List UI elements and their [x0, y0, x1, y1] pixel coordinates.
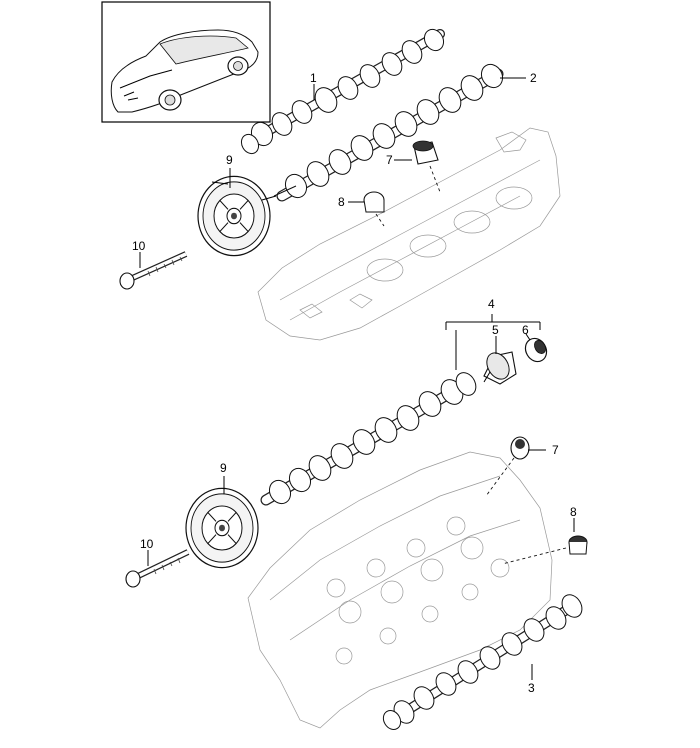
- tappet-upper-part-7: [412, 140, 441, 193]
- callout-9-upper: 9: [226, 153, 233, 167]
- bolt-lower-part-10: [125, 549, 190, 588]
- callout-5: 5: [492, 323, 499, 337]
- callout-3: 3: [528, 681, 535, 695]
- callout-7-lower: 7: [552, 443, 559, 457]
- camshaft-part-3: [382, 594, 583, 730]
- callout-1: 1: [310, 71, 317, 85]
- callout-6: 6: [522, 323, 529, 337]
- camshaft-part-1: [240, 28, 445, 155]
- callout-9-lower: 9: [220, 461, 227, 475]
- callout-10-lower: 10: [140, 537, 154, 551]
- bolt-upper-part-10: [119, 251, 188, 290]
- callout-8-lower: 8: [570, 505, 577, 519]
- seal-cap-part-6: [524, 337, 548, 363]
- cylinder-head-lower: [247, 451, 553, 729]
- lifter-lower-part-8: [501, 535, 588, 565]
- adaptor-part-5: [483, 351, 517, 385]
- callout-4: 4: [488, 297, 495, 311]
- callout-labels: 1 2 3 4 5 6 7 7 8 8 9 9 10 10: [132, 71, 577, 695]
- camshaft-part-4: [260, 372, 477, 506]
- tappet-lower-part-7: [485, 436, 530, 497]
- callout-7-upper: 7: [386, 153, 393, 167]
- vehicle-thumbnail: [101, 1, 271, 123]
- cam-adjuster-lower-part-9: [185, 487, 259, 569]
- cam-adjuster-upper-part-9: [197, 175, 277, 257]
- callout-leaders: [139, 77, 575, 680]
- callout-2: 2: [530, 71, 537, 85]
- callout-10-upper: 10: [132, 239, 146, 253]
- cylinder-head-upper: [257, 127, 561, 341]
- camshaft-part-2: [273, 63, 504, 202]
- callout-8-upper: 8: [338, 195, 345, 209]
- lifter-upper-part-8: [363, 191, 385, 227]
